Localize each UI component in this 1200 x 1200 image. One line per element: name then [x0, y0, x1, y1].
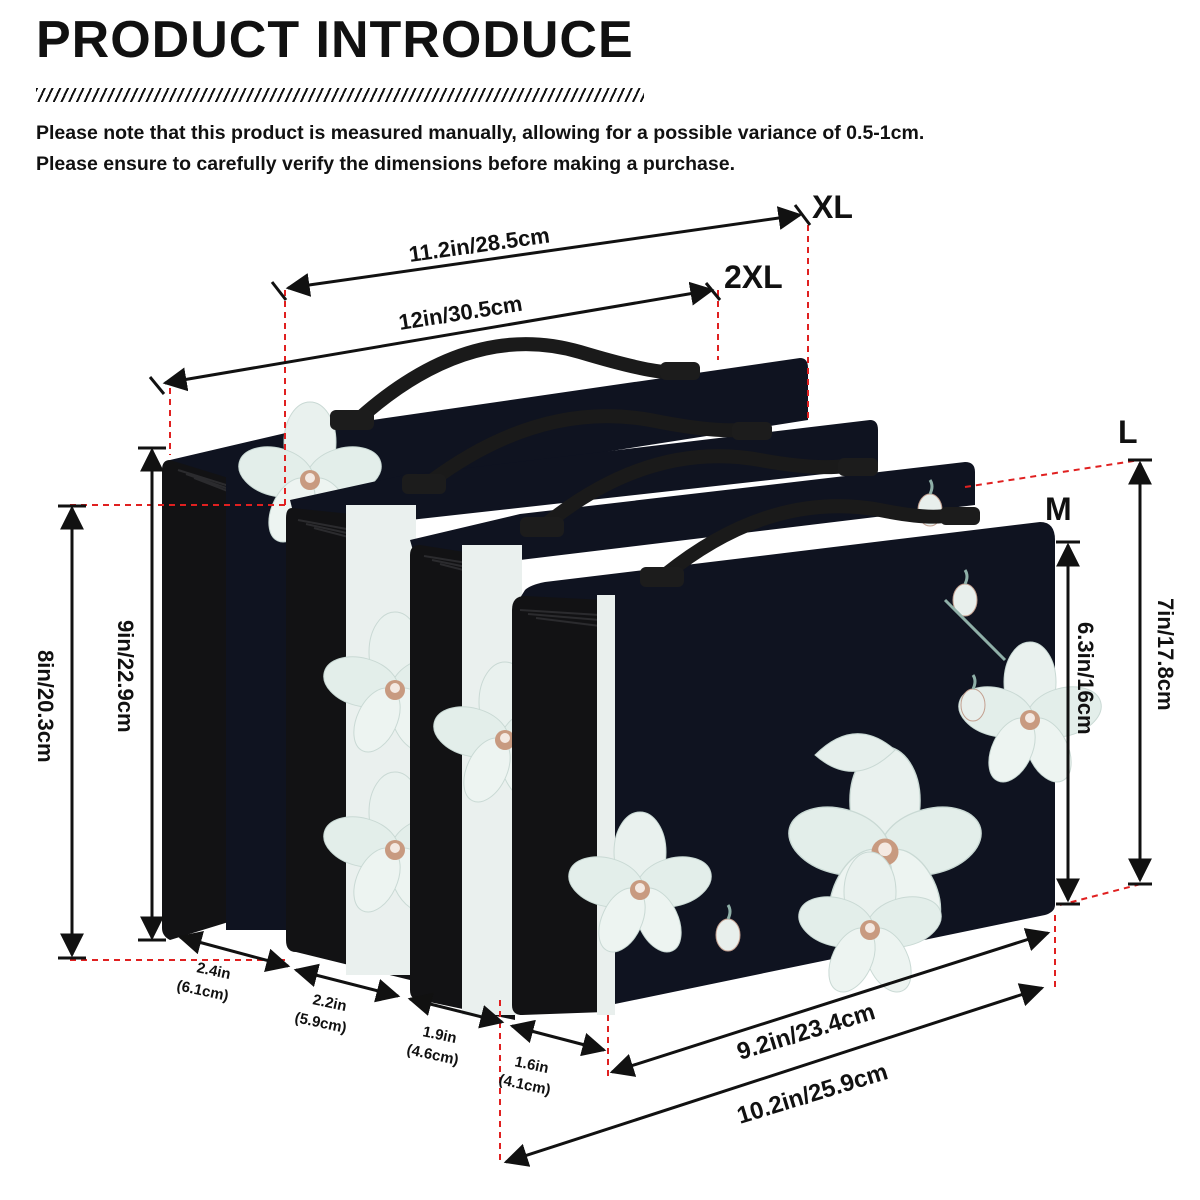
- l-length-label: 10.2in/25.9cm: [734, 1058, 891, 1129]
- title-underline-hatch: [36, 88, 644, 102]
- m-height-label: 6.3in/16cm: [1073, 622, 1098, 735]
- page-title: PRODUCT INTRODUCE: [36, 11, 634, 69]
- measurement-note: Please note that this product is measure…: [36, 118, 924, 180]
- note-line-2: Please ensure to carefully verify the di…: [36, 153, 736, 175]
- dimension-lines: [60, 206, 1152, 1167]
- size-label-2xl: 2XL: [724, 259, 783, 295]
- 2xl-height-label: 9in/22.9cm: [113, 620, 138, 733]
- depth-3-in: 1.9in: [421, 1023, 458, 1047]
- case-2xl: [286, 420, 878, 980]
- size-label-xl: XL: [812, 189, 853, 225]
- size-label-m: M: [1045, 491, 1072, 527]
- xl-height-label: 8in/20.3cm: [33, 650, 58, 763]
- size-label-l: L: [1118, 414, 1138, 450]
- case-m: [512, 522, 1108, 1015]
- m-length-label: 9.2in/23.4cm: [734, 998, 878, 1066]
- depth-1-in: 2.4in: [195, 959, 232, 983]
- depth-2-in: 2.2in: [311, 991, 348, 1015]
- note-line-1: Please note that this product is measure…: [36, 122, 925, 144]
- 2xl-width-label: 12in/30.5cm: [397, 291, 524, 335]
- l-height-label: 7in/17.8cm: [1153, 598, 1178, 711]
- depth-4-in: 1.6in: [513, 1053, 550, 1077]
